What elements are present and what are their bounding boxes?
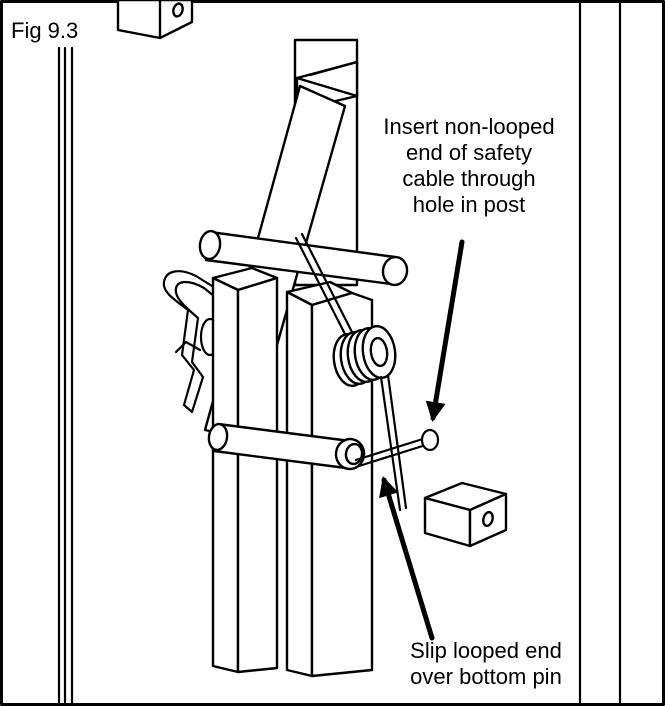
- pulley-wheel: [332, 324, 397, 388]
- callout-insert-line: Insert non-looped: [383, 114, 555, 139]
- bracket-clip: [162, 270, 221, 414]
- figure-label: Fig 9.3: [8, 18, 82, 44]
- top-block: [116, 0, 194, 40]
- callout-insert-line: hole in post: [412, 192, 526, 217]
- small-block: [423, 481, 508, 548]
- callout-slip-loop: Slip looped end over bottom pin: [381, 638, 591, 690]
- callout-slip-line: Slip looped end: [410, 638, 562, 663]
- callout-slip-line: over bottom pin: [410, 664, 562, 689]
- callout-insert-cable: Insert non-looped end of safety cable th…: [358, 114, 580, 218]
- safety-cable-upper: [294, 232, 356, 342]
- right-frame-lines: [578, 0, 622, 706]
- arrow-to-post-hole: [425, 239, 465, 422]
- top-bar: [198, 229, 409, 287]
- left-upright-lines: [57, 46, 74, 706]
- left-front-upright: [211, 266, 279, 674]
- safety-cable-end: [354, 428, 440, 468]
- callout-insert-line: cable through: [402, 166, 536, 191]
- arrow-to-bottom-pin: [379, 476, 435, 641]
- right-front-upright: [285, 280, 374, 678]
- callout-insert-line: end of safety: [406, 140, 532, 165]
- bottom-pin-bar: [207, 422, 366, 471]
